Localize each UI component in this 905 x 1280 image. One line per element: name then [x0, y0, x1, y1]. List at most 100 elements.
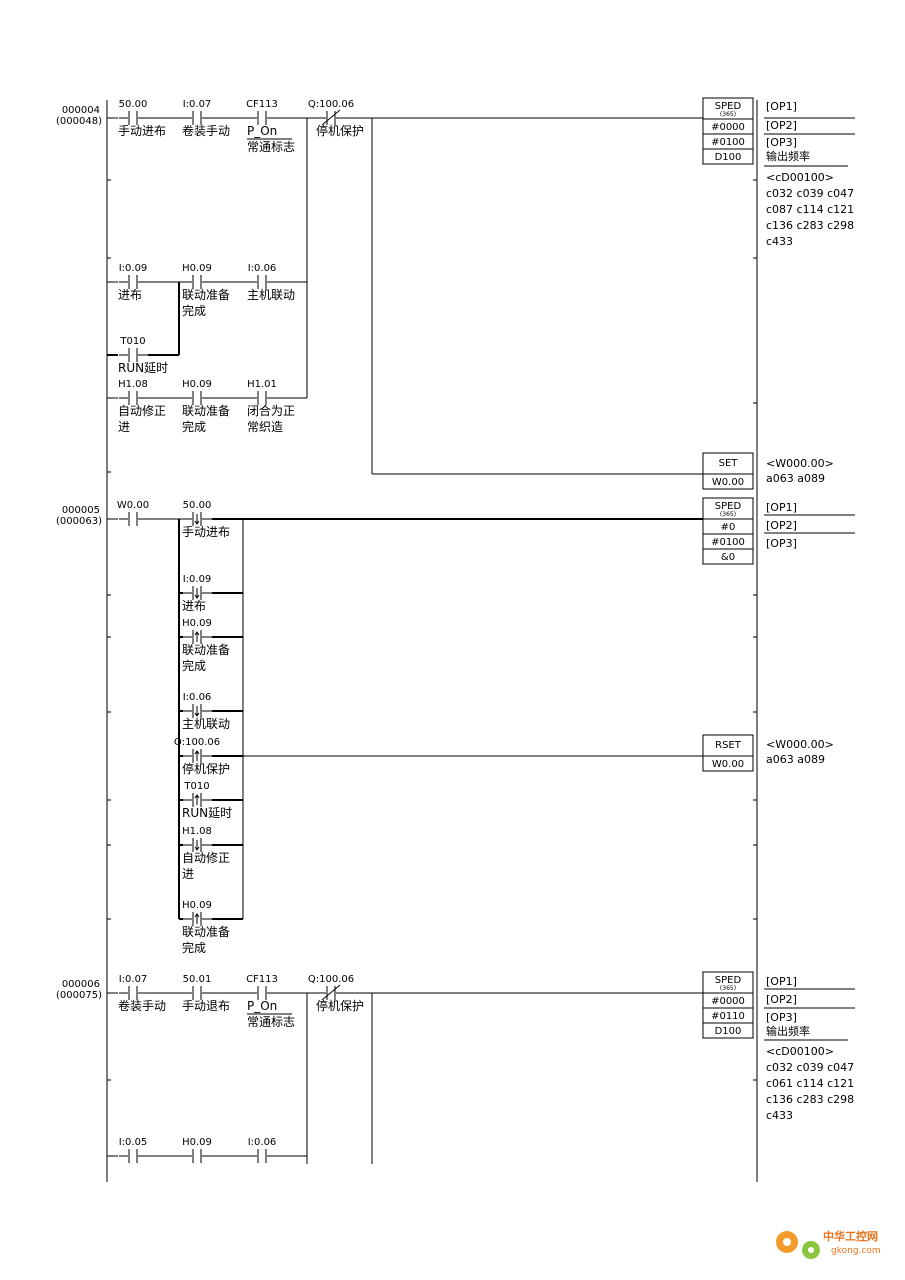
- contact-address: I:0.07: [183, 99, 212, 110]
- contact-comment: 进布: [182, 599, 206, 613]
- contact-comment: 手动进布: [118, 124, 166, 138]
- watermark-en: gkong.com: [831, 1246, 881, 1256]
- xref-line: c087 c114 c121: [766, 203, 854, 216]
- contact-no: I:0.06 主机联动: [247, 263, 295, 302]
- operand-value: #0100: [711, 137, 745, 148]
- contact-address: H1.01: [247, 379, 277, 390]
- contact-comment: 卷装手动: [182, 123, 230, 138]
- contact-no: I:0.05: [119, 1137, 148, 1164]
- contact-comment-line2: 完成: [182, 658, 206, 673]
- rising-edge-icon: [194, 631, 200, 642]
- operand-value: #0100: [711, 537, 745, 548]
- contact-address: T010: [119, 336, 145, 347]
- contact-comment-line2: 进: [182, 867, 194, 881]
- contact-address: H0.09: [182, 263, 212, 274]
- contact-address: H0.09: [182, 1137, 212, 1148]
- contact-address: H0.09: [182, 900, 212, 911]
- contact-dn: 50.00 手动进布: [182, 500, 230, 539]
- operand-cell: [702, 755, 754, 772]
- contact-address: 50.00: [183, 500, 212, 511]
- d100-label: <cD00100>: [766, 171, 834, 184]
- operand-value: &0: [721, 552, 735, 563]
- contact-comment: 进布: [118, 288, 142, 302]
- contact-comment-line2: 进: [118, 420, 130, 434]
- op3-label: [OP3]: [766, 1011, 797, 1024]
- contact-comment: P_On: [247, 999, 277, 1013]
- contact-address: H1.08: [118, 379, 148, 390]
- contact-address: H0.09: [182, 618, 212, 629]
- instruction-blocks: SPED(365)#0000#0100D100SETW0.00SPED(365)…: [702, 97, 754, 1039]
- contact-comment: 主机联动: [182, 717, 230, 731]
- contact-comment: RUN延时: [182, 806, 232, 820]
- contact-comment: 停机保护: [182, 761, 230, 776]
- instruction-name: SPED: [715, 101, 742, 112]
- contact-address: CF113: [246, 99, 278, 110]
- contact-comment: 手动进布: [182, 525, 230, 539]
- xref-line: c032 c039 c047: [766, 187, 854, 200]
- rung-number-000005: 000005 (000063): [56, 505, 102, 527]
- xref-line: c032 c039 c047: [766, 1061, 854, 1074]
- rising-edge-icon: [194, 750, 200, 761]
- rung-000004-wiring: [107, 117, 703, 475]
- rung-step: (000075): [56, 990, 102, 1001]
- freq-label: 输出频率: [766, 149, 810, 163]
- w000-label: <W000.00>: [766, 457, 834, 470]
- xref-line: c433: [766, 1109, 793, 1122]
- operand-cell: [702, 1022, 754, 1039]
- operand-value: W0.00: [712, 477, 744, 488]
- contact-comment: RUN延时: [118, 361, 168, 375]
- rung-000005-notes: [OP1] [OP2] [OP3] <W000.00> a063 a089: [764, 501, 855, 766]
- contact-address: I:0.09: [119, 263, 148, 274]
- rung-number: 000005: [62, 505, 100, 516]
- contact-comment: 手动退布: [182, 999, 230, 1013]
- instruction-name: SPED: [715, 501, 742, 512]
- operand-cell: [702, 548, 754, 565]
- contacts: 50.00手动进布I:0.07卷装手动CF113P_On常通标志Q:100.06…: [117, 99, 364, 1164]
- rung-000004-notes: [OP1] [OP2] [OP3] 输出频率 <cD00100> c032 c0…: [764, 100, 855, 485]
- contact-address: Q:100.06: [308, 99, 354, 110]
- instruction-code: (365): [720, 985, 736, 992]
- contact-comment: 联动准备: [182, 643, 230, 657]
- contact-comment-line2: 完成: [182, 940, 206, 955]
- contact-comment: 自动修正: [182, 850, 230, 865]
- operand-value: #0000: [711, 996, 745, 1007]
- watermark-cn: 中华工控网: [823, 1229, 878, 1243]
- contact-address: Q:100.06: [174, 737, 220, 748]
- rung-step: (000063): [56, 516, 102, 527]
- instruction-name: SET: [719, 458, 739, 469]
- op1-label: [OP1]: [766, 975, 797, 988]
- op1-label: [OP1]: [766, 100, 797, 113]
- rung-000006-notes: [OP1] [OP2] [OP3] 输出频率 <cD00100> c032 c0…: [764, 975, 855, 1122]
- contact-comment-line2: 完成: [182, 419, 206, 434]
- operand-value: W0.00: [712, 759, 744, 770]
- contact-address: I:0.06: [248, 263, 277, 274]
- falling-edge-icon: [194, 840, 200, 851]
- instruction-code: (365): [720, 511, 736, 518]
- rung-number: 000004: [62, 105, 100, 116]
- contact-comment-line2: 常通标志: [247, 1015, 295, 1029]
- w000-label: <W000.00>: [766, 738, 834, 751]
- contact-address: W0.00: [117, 500, 149, 511]
- op1-label: [OP1]: [766, 501, 797, 514]
- contact-address: 50.00: [119, 99, 148, 110]
- op2-label: [OP2]: [766, 993, 797, 1006]
- instruction-code: (365): [720, 111, 736, 118]
- contact-address: H0.09: [182, 379, 212, 390]
- operand-value: D100: [715, 152, 742, 163]
- contact-comment: 主机联动: [247, 288, 295, 302]
- contact-comment: 卷装手动: [118, 998, 166, 1013]
- contact-address: I:0.06: [248, 1137, 277, 1148]
- rung-step: (000048): [56, 116, 102, 127]
- instruction-set: SET W0.00: [702, 452, 754, 490]
- rising-edge-icon: [194, 794, 200, 805]
